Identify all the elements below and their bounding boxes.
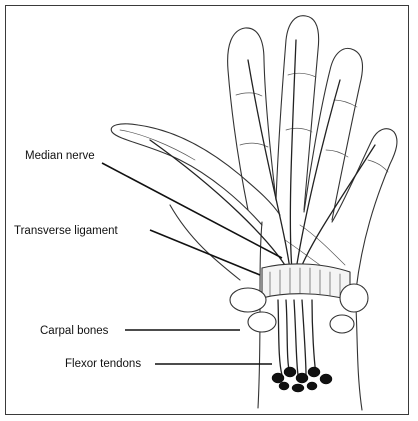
leader-transverse-ligament — [150, 230, 260, 275]
carpal-bone-left — [230, 288, 266, 312]
little-finger-outline — [332, 129, 397, 290]
carpal-bone-right — [340, 284, 368, 312]
middle-finger-crease-2 — [286, 128, 312, 132]
label-transverse-ligament: Transverse ligament — [14, 224, 118, 238]
leader-median-nerve — [102, 163, 282, 258]
little-finger-crease — [368, 160, 388, 172]
ring-finger-outline — [304, 48, 362, 220]
label-flexor-tendons: Flexor tendons — [65, 357, 141, 371]
middle-finger-outline — [276, 16, 319, 210]
ring-finger-crease — [334, 100, 357, 107]
transverse-ligament-band — [262, 264, 350, 300]
carpal-bone-right-lower — [330, 315, 354, 333]
palm-crease-1 — [300, 225, 345, 265]
label-median-nerve: Median nerve — [25, 149, 95, 163]
carpal-bone-left-lower — [248, 312, 276, 332]
index-finger-outline — [228, 28, 276, 210]
index-finger-crease — [236, 93, 262, 96]
middle-finger-crease — [288, 73, 316, 77]
label-carpal-bones: Carpal bones — [40, 324, 108, 338]
